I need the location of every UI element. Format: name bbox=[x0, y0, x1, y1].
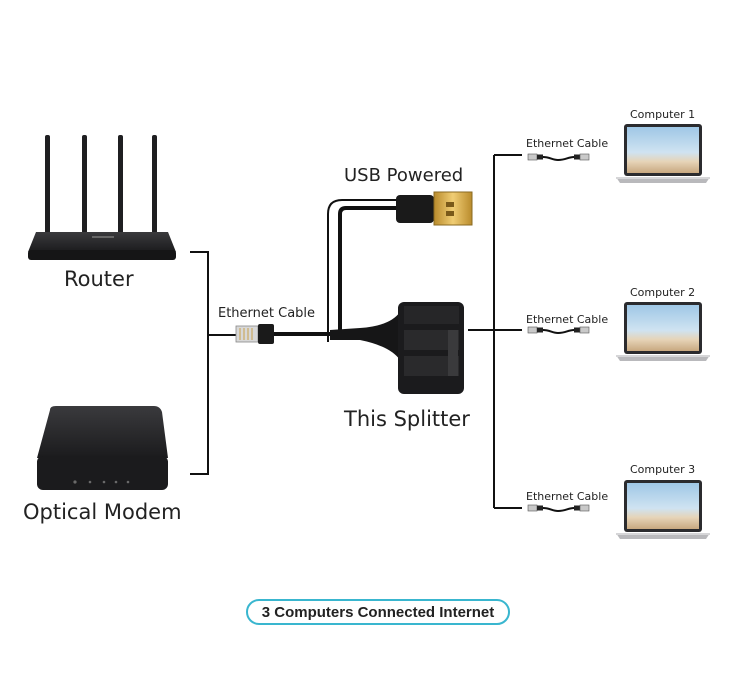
laptop-1 bbox=[616, 124, 710, 183]
left-bracket-line bbox=[190, 251, 237, 475]
rj45-plug bbox=[235, 324, 274, 344]
router-antenna bbox=[152, 135, 157, 235]
ethernet-cable-3-label: Ethernet Cable bbox=[526, 490, 609, 503]
router-label: Router bbox=[64, 267, 134, 291]
modem-label: Optical Modem bbox=[23, 500, 182, 524]
ethernet-cable-2-label: Ethernet Cable bbox=[526, 313, 609, 326]
computer-1-label: Computer 1 bbox=[630, 108, 696, 121]
router-antenna bbox=[118, 135, 123, 235]
usb-cable-wire bbox=[338, 206, 396, 330]
laptop-2 bbox=[616, 302, 710, 361]
patch-cable-1 bbox=[527, 153, 590, 161]
splitter-device bbox=[330, 302, 464, 394]
router-device bbox=[28, 135, 176, 260]
router-antenna bbox=[82, 135, 87, 235]
usb-powered-label: USB Powered bbox=[344, 165, 464, 186]
splitter-label: This Splitter bbox=[344, 407, 470, 431]
computer-3-label: Computer 3 bbox=[630, 463, 696, 476]
ethernet-cable-label: Ethernet Cable bbox=[218, 306, 316, 321]
router-antenna bbox=[45, 135, 50, 235]
ethernet-cable-1-label: Ethernet Cable bbox=[526, 137, 609, 150]
right-tree-line bbox=[468, 154, 522, 509]
usb-plug bbox=[396, 191, 473, 226]
patch-cable-2 bbox=[527, 326, 590, 334]
computer-2-label: Computer 2 bbox=[630, 286, 696, 299]
patch-cable-3 bbox=[527, 504, 590, 512]
caption-badge: 3 Computers Connected Internet bbox=[246, 599, 510, 625]
optical-modem-device bbox=[37, 406, 168, 490]
laptop-3 bbox=[616, 480, 710, 539]
